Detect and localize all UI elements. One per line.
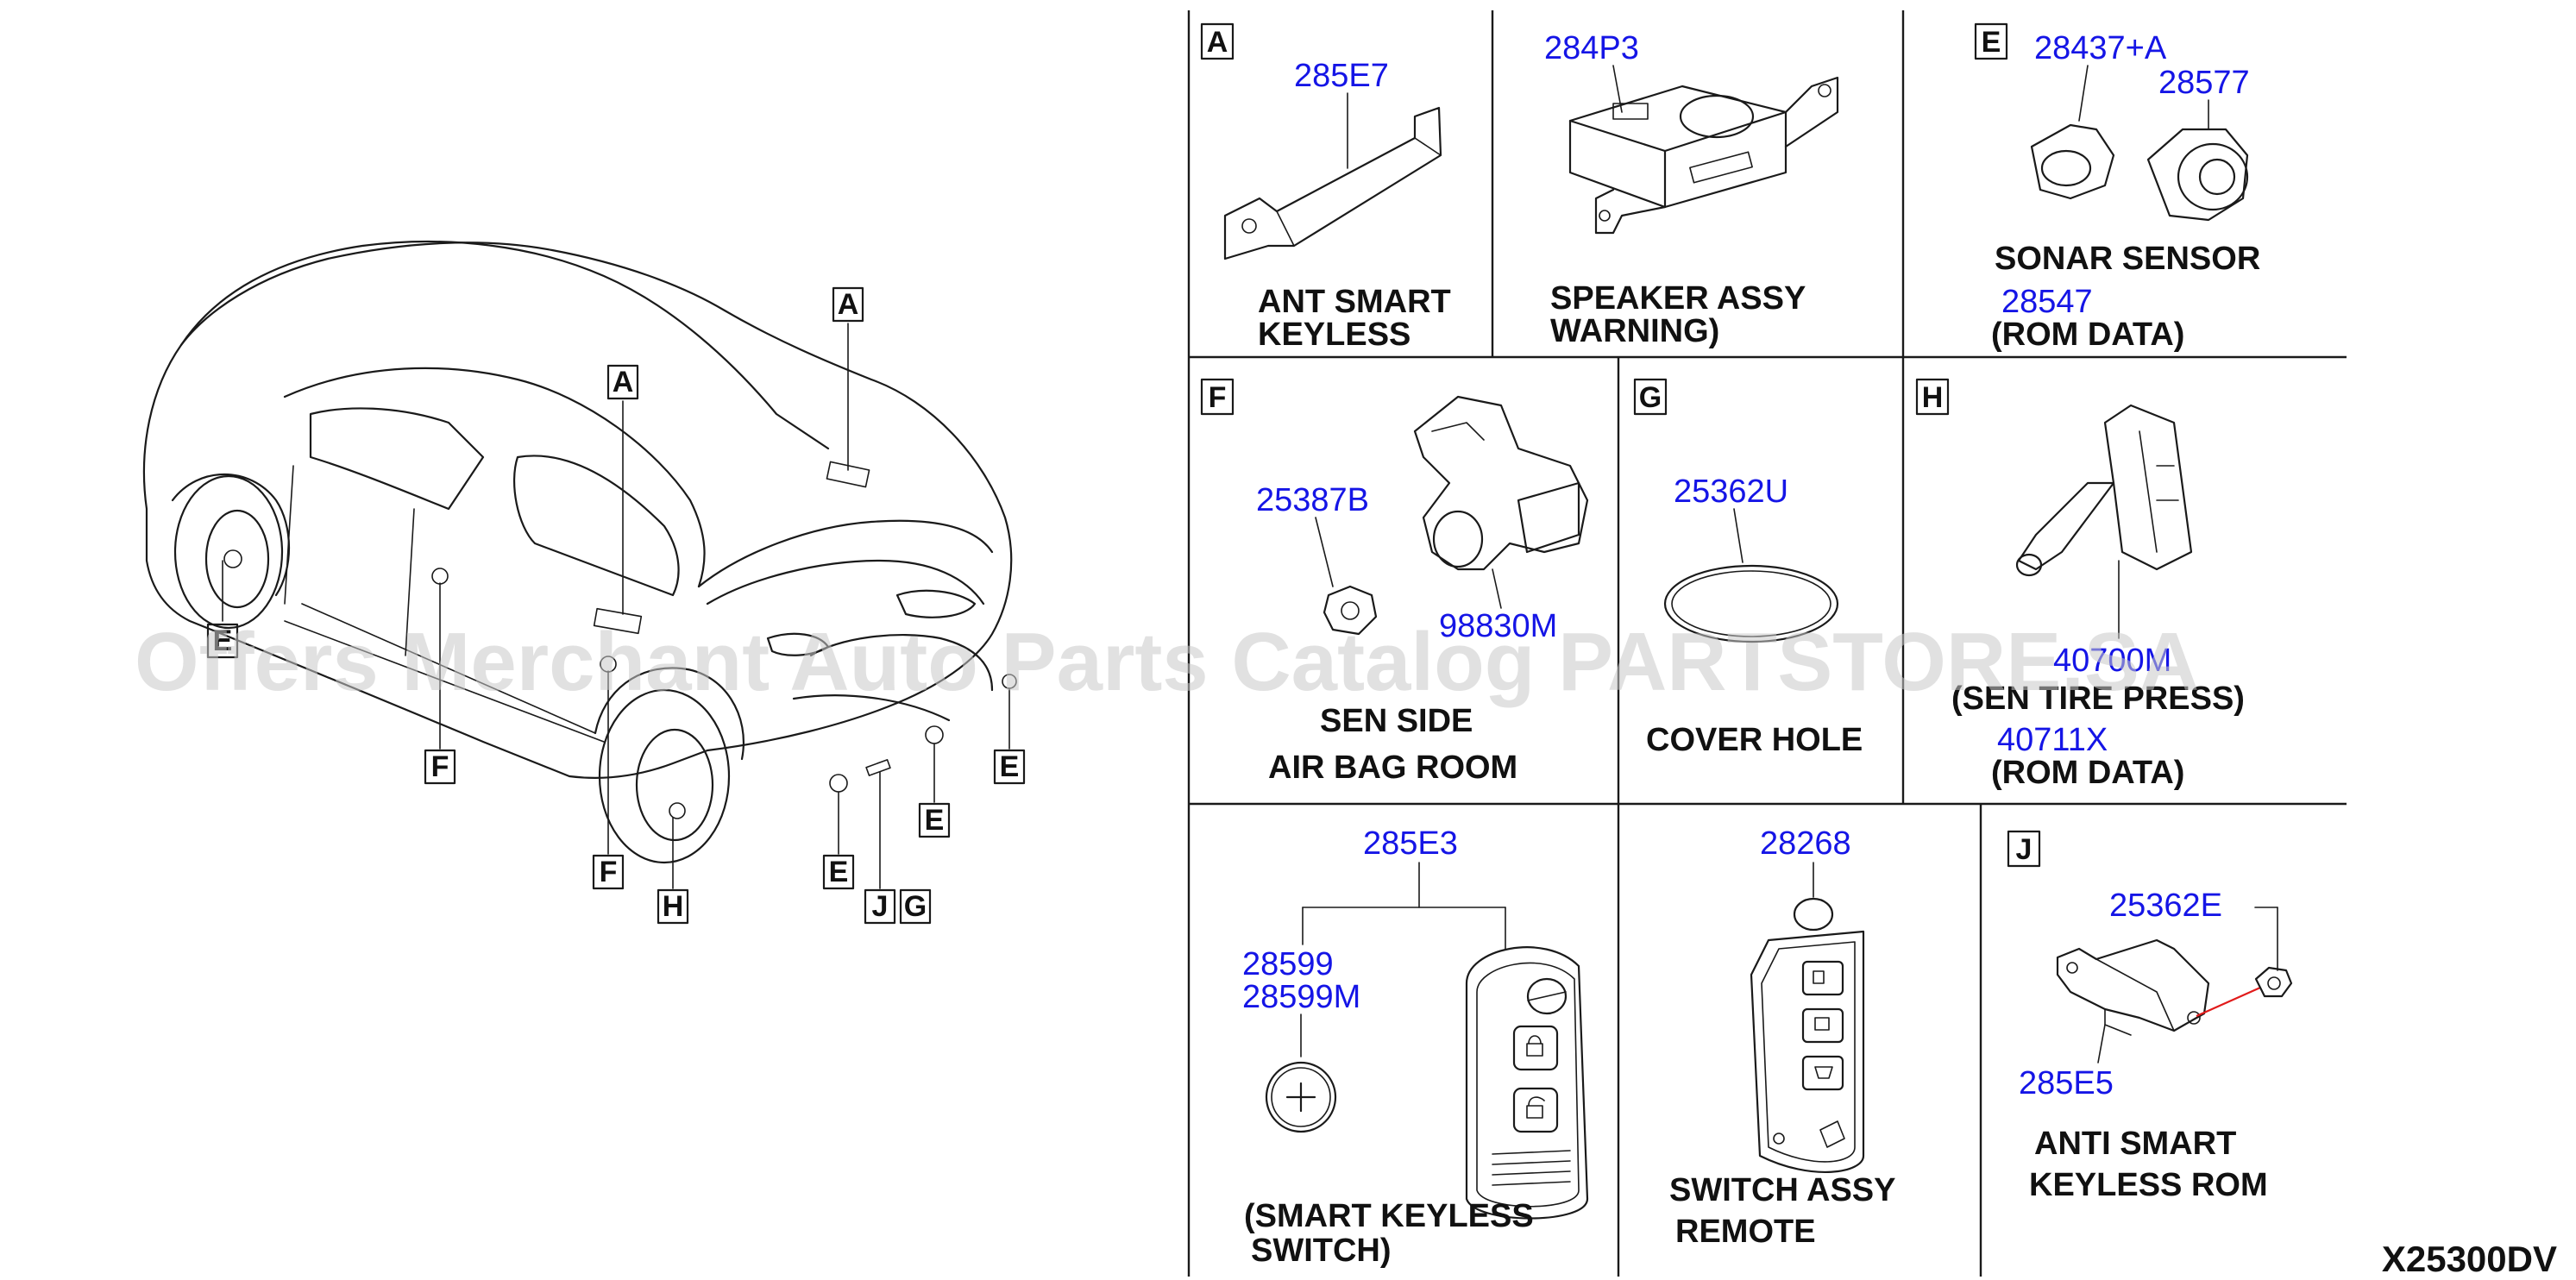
diagram-code: X25300DV bbox=[2382, 1239, 2557, 1279]
vehicle-callout: E bbox=[993, 749, 1026, 785]
panel-e: E 28437+A 28577 SONAR SENSOR 28547 (ROM … bbox=[1974, 22, 2260, 353]
panel-grid bbox=[1187, 10, 2347, 1277]
panel-a: A 285E7 ANT SMART KEYLESS bbox=[1200, 22, 1451, 353]
label-text: KEYLESS bbox=[1258, 317, 1411, 353]
label-text: H bbox=[1922, 381, 1944, 414]
label-text: F bbox=[1209, 381, 1227, 414]
label-text: E bbox=[1982, 26, 2001, 59]
vehicle-callout: J bbox=[864, 888, 896, 925]
airbag-sensor-icon bbox=[1413, 395, 1589, 571]
label-text: E bbox=[213, 624, 233, 657]
part-number: 25387B bbox=[1256, 482, 1369, 518]
nut-icon bbox=[2254, 966, 2293, 998]
battery-icon bbox=[1265, 1061, 1337, 1133]
vehicle-callout: A bbox=[606, 364, 639, 400]
part-number: 285E7 bbox=[1294, 58, 1389, 94]
vehicle-callout: E bbox=[918, 802, 951, 838]
part-number: 25362U bbox=[1674, 474, 1788, 510]
vehicle-callout: F bbox=[424, 749, 456, 785]
label-text: (SEN TIRE PRESS) bbox=[1951, 681, 2245, 717]
label-text: J bbox=[2016, 833, 2033, 866]
label-text: A bbox=[1207, 26, 1228, 59]
label-text: ANTI SMART bbox=[2034, 1126, 2236, 1162]
panel-j: J 25362E 285E5 ANTI SMART KEYLESS ROM bbox=[2007, 830, 2293, 1203]
label-text: AIR BAG ROOM bbox=[1268, 750, 1517, 786]
label-text: (ROM DATA) bbox=[1991, 755, 2184, 791]
vehicle-callout: A bbox=[832, 286, 864, 323]
sonar-sensor-icon bbox=[2030, 123, 2249, 222]
panel-remote: 28268 SWITCH ASSY REMOTE bbox=[1669, 825, 1896, 1250]
vehicle-callouts: A A E F F H E J bbox=[206, 286, 1026, 925]
tire-pressure-sensor-icon bbox=[2015, 404, 2193, 577]
nut-icon bbox=[1323, 585, 1378, 636]
label-text: SEN SIDE bbox=[1320, 703, 1473, 739]
label-text: COVER HOLE bbox=[1646, 722, 1863, 758]
vehicle-callout: G bbox=[899, 888, 932, 925]
part-number: 40711X bbox=[1997, 722, 2108, 758]
label-text: WARNING) bbox=[1550, 313, 1719, 349]
part-number: 28599M bbox=[1242, 979, 1360, 1015]
label-text: A bbox=[613, 366, 634, 398]
antenna-icon bbox=[1223, 106, 1442, 260]
label-text: J bbox=[872, 890, 889, 923]
part-number: 28437+A bbox=[2034, 30, 2167, 66]
label-text: H bbox=[663, 890, 684, 923]
part-number: 28547 bbox=[2001, 284, 2093, 320]
label-text: (ROM DATA) bbox=[1991, 317, 2184, 353]
label-text: A bbox=[838, 288, 859, 321]
label-text: SWITCH) bbox=[1251, 1233, 1392, 1269]
part-number: 98830M bbox=[1439, 608, 1557, 644]
part-number: 28577 bbox=[2158, 65, 2250, 101]
remote-key-icon bbox=[1750, 897, 1865, 1174]
rom-module-icon bbox=[2056, 938, 2210, 1036]
panel-f: F 25387B 98830M SEN SIDE AIR BAG ROOM bbox=[1200, 378, 1589, 786]
panel-switch: 285E3 28599 28599M bbox=[1242, 825, 1589, 1269]
panel-g: G 25362U COVER HOLE bbox=[1633, 378, 1863, 758]
vehicle-callout: H bbox=[657, 888, 689, 925]
label-text: SWITCH ASSY bbox=[1669, 1172, 1896, 1208]
speaker-icon bbox=[1568, 76, 1839, 235]
label-text: E bbox=[1000, 750, 1020, 783]
part-number: 285E3 bbox=[1363, 825, 1458, 862]
label-text: SONAR SENSOR bbox=[1995, 241, 2260, 277]
panel-h: H 40700M (SEN TIRE PRESS) 40711X (ROM DA… bbox=[1915, 378, 2245, 791]
label-text: G bbox=[904, 890, 927, 923]
vehicle-callout: E bbox=[822, 854, 855, 890]
part-number: 28599 bbox=[1242, 946, 1334, 982]
label-text: ANT SMART bbox=[1258, 284, 1451, 320]
vehicle-callout: E bbox=[206, 623, 239, 659]
label-text: F bbox=[600, 856, 618, 888]
label-text: G bbox=[1639, 381, 1662, 414]
vehicle-illustration bbox=[142, 240, 1017, 889]
label-text: E bbox=[925, 804, 945, 837]
vehicle-callout: F bbox=[592, 854, 625, 890]
watermark: Offers Merchant Auto Parts Catalog PARTS… bbox=[135, 616, 2199, 708]
label-text: F bbox=[431, 750, 449, 783]
part-number: 40700M bbox=[2053, 643, 2171, 679]
part-number: 28268 bbox=[1760, 825, 1851, 862]
part-number: 285E5 bbox=[2019, 1065, 2114, 1101]
smart-key-icon bbox=[1465, 946, 1589, 1220]
part-number: 25362E bbox=[2109, 888, 2222, 924]
label-text: E bbox=[829, 856, 849, 888]
cover-hole-icon bbox=[1663, 564, 1839, 643]
label-text: KEYLESS ROM bbox=[2029, 1167, 2268, 1203]
label-text: (SMART KEYLESS bbox=[1244, 1198, 1534, 1234]
panel-speaker: 284P3 SPEAKER ASSY WARNING) bbox=[1544, 30, 1839, 349]
label-text: SPEAKER ASSY bbox=[1550, 280, 1806, 317]
part-number: 284P3 bbox=[1544, 30, 1639, 66]
label-text: REMOTE bbox=[1675, 1214, 1816, 1250]
